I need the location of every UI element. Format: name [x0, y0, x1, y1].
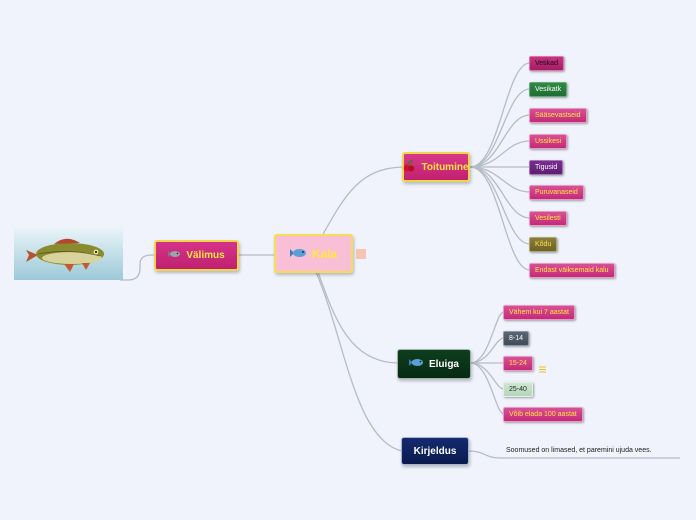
lifespan-item-8-14[interactable]: 8-14 [503, 331, 530, 346]
fish-icon [289, 248, 306, 260]
food-item-puruvanaseid[interactable]: Puruvanaseid [529, 185, 584, 200]
branch-eluiga-label: Eluiga [428, 358, 459, 370]
food-item-saasevastseid[interactable]: Sääsevastseid [529, 108, 587, 123]
collapse-marker[interactable] [356, 249, 366, 259]
food-item-vesilesti[interactable]: Vesilesti [529, 211, 567, 226]
branch-valimus-label: Välimus [186, 250, 225, 261]
branch-toitumine[interactable]: Toitumine [402, 152, 470, 182]
food-item-endast-vaiksemaid-kalu[interactable]: Endast väiksemaid kalu [529, 263, 615, 278]
fish-photo [14, 228, 123, 280]
fish-icon [408, 358, 423, 370]
central-topic[interactable]: Kala [274, 234, 353, 273]
branch-eluiga[interactable]: Eluiga [397, 349, 471, 379]
branch-kirjeldus-label: Kirjeldus [413, 445, 457, 457]
description-note: Soomused on limased, et paremini ujuda v… [506, 447, 652, 454]
lifespan-item-under-7[interactable]: Vähem kui 7 aastat [503, 305, 575, 320]
food-item-tigusid[interactable]: Tigusid [529, 160, 564, 175]
branch-kirjeldus[interactable]: Kirjeldus [401, 437, 469, 465]
food-item-vesikatk[interactable]: Vesikatk [529, 82, 568, 97]
food-item-vetikad[interactable]: Vetikad [529, 56, 564, 71]
lifespan-item-15-24[interactable]: 15-24 [503, 356, 533, 371]
fish-icon [168, 250, 181, 261]
lifespan-item-25-40[interactable]: 25-40 [503, 382, 533, 397]
note-icon[interactable] [539, 360, 546, 373]
food-item-ussikesi[interactable]: Ussikesi [529, 134, 568, 149]
lifespan-item-100-years[interactable]: Võib elada 100 aastat [503, 407, 583, 422]
branch-valimus[interactable]: Välimus [154, 240, 239, 271]
food-item-kodu[interactable]: Kõdu [529, 237, 558, 252]
branch-toitumine-label: Toitumine [421, 161, 469, 173]
cherry-icon [403, 159, 415, 175]
central-topic-label: Kala [311, 246, 338, 261]
